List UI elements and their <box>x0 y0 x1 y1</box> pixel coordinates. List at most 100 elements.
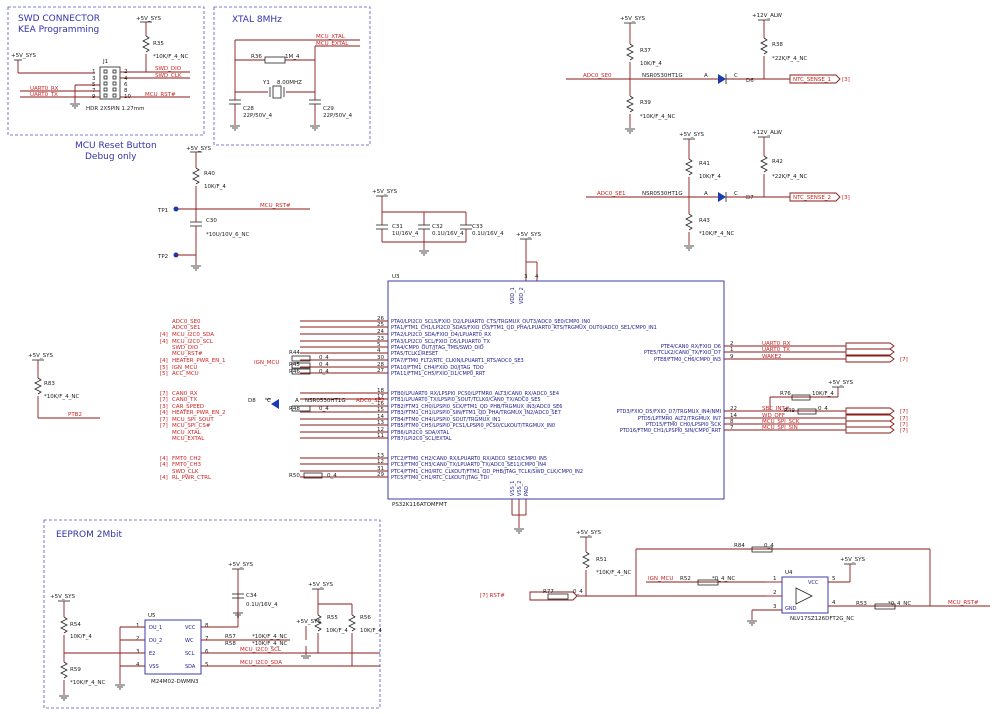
r54-value: 10K/F_4 <box>70 634 92 640</box>
mcu-pin-net: RL_PWR_CTRL <box>172 475 212 481</box>
svg-text:7: 7 <box>205 636 209 642</box>
r36-symbol <box>264 56 286 64</box>
r56-symbol <box>348 614 356 632</box>
svg-text:VSS_1: VSS_1 <box>510 481 516 496</box>
r40-symbol <box>192 167 200 185</box>
mcu-pin-net: SWD_CLK <box>172 469 199 475</box>
r52-symbol <box>697 579 719 586</box>
r42-symbol <box>760 155 768 173</box>
swd-box-outline <box>7 6 205 136</box>
net-swd-clk-j1: SWD_CLK <box>155 73 182 79</box>
c31-ref: C31 <box>392 224 403 230</box>
u3-ref: U3 <box>392 274 400 280</box>
svg-text:PAD: PAD <box>524 486 530 496</box>
net-12v-r42: +12V_ALW <box>752 130 782 136</box>
mcu-pin-ref: [7] <box>160 417 168 423</box>
rst-ref: [7] RST# <box>480 593 505 599</box>
net-uart0-tx-j1: UART0_TX <box>30 92 58 98</box>
mcu-pin-name: PTB1/LPUART0_TX/LPSPI0_SOUT/TCLK0/CAN0_T… <box>391 397 541 403</box>
mcu-pin-net: WAKE2 <box>762 354 781 360</box>
d6-ref: D6 <box>746 78 754 84</box>
svg-text:3: 3 <box>92 76 96 82</box>
svg-text:3: 3 <box>524 274 528 280</box>
d6-symbol <box>718 74 726 84</box>
r53-symbol <box>874 603 896 610</box>
mcu-pin-ref: [7] <box>900 416 908 422</box>
svg-text:VSS_2: VSS_2 <box>517 481 523 496</box>
net-5v-r55: +5V_SYS <box>308 582 333 588</box>
r42-ref: R42 <box>772 159 783 165</box>
mcu-pin-net: CAR_SPEED <box>172 404 204 410</box>
mcu-pin-number: 13 <box>377 453 384 459</box>
r49-ref: R49 <box>784 408 795 414</box>
d7-ref: D7 <box>746 195 754 201</box>
svg-text:0_4: 0_4 <box>319 369 329 375</box>
svg-text:4: 4 <box>535 274 539 280</box>
r41-symbol <box>685 158 693 176</box>
mcu-pin-number: 2 <box>730 341 734 347</box>
u5-body <box>144 619 202 675</box>
c30-ref: C30 <box>206 218 217 224</box>
mcu-pin-name: PTB0/LPUART0_RX/LPSPI0_PCS0/LPTMR0_ALT3/… <box>391 391 559 397</box>
r35-ref: R35 <box>153 41 164 47</box>
svg-text:8: 8 <box>124 88 128 94</box>
mcu-pin-net: MCU_RST# <box>172 351 203 357</box>
eeprom-title: EEPROM 2Mbit <box>56 530 122 540</box>
mcu-pin-name: PTA3/LPI2C0_SCL/FXIO_D5/LPUART0_TX <box>391 339 490 345</box>
u3-part: PS32K116ATOMFMT <box>392 502 448 508</box>
mcu-pin-net: MCU_SPI_SOUT <box>172 417 214 423</box>
u5-pin-numbers: 12 34 87 65 <box>136 623 209 668</box>
r46-ref: R46 <box>289 369 300 375</box>
svg-text:VDD_2: VDD_2 <box>519 287 525 304</box>
r52-ref: R52 <box>680 576 691 582</box>
net-5v-decoup: +5V_SYS <box>372 189 397 195</box>
r51-symbol <box>582 551 590 569</box>
net-mcu-extal-box: MCU_EXTAL <box>316 41 349 47</box>
r57-value: *10K/F_4_NC <box>252 634 287 640</box>
y1-ref: Y1 <box>262 80 270 86</box>
r59-ref: R59 <box>70 667 81 673</box>
mcu-pin-name: PTE5/TCLK2/CAN0_TX/FXIO_D7 <box>644 350 721 356</box>
svg-text:C: C <box>734 73 738 79</box>
net-12v-r38: +12V_ALW <box>752 13 782 19</box>
mcu-pin-name: PTA4/CMP0_OUT/JTAG_TMS/SWD_DIO <box>391 345 484 351</box>
net-5v-r41: +5V_SYS <box>679 132 704 138</box>
svg-text:3: 3 <box>136 649 140 655</box>
d7-symbol <box>718 192 726 202</box>
r52-value: *0_4_NC <box>712 576 735 582</box>
mcu-pin-net: MCU_SPI_SCK <box>762 419 800 425</box>
u5-part: M24M02-DWMN3 <box>151 679 199 685</box>
mcu-pin-net: MCU_EXTAL <box>172 436 205 442</box>
j1-ref: J1 <box>102 59 108 65</box>
svg-text:WC: WC <box>185 638 194 644</box>
r39-ref: R39 <box>640 100 651 106</box>
mcu-pin-port <box>845 414 895 422</box>
rst-port <box>529 591 578 601</box>
swd-title: SWD CONNECTOR <box>18 14 100 24</box>
r76-ref: R76 <box>780 391 791 397</box>
svg-text:0_4: 0_4 <box>319 355 329 361</box>
r54-symbol <box>60 616 68 634</box>
mcu-pin-net: SWD_DIO <box>172 345 199 351</box>
c28-value: 22P/50V_4 <box>243 113 273 119</box>
r56-ref: R56 <box>360 615 371 621</box>
r37-value: 10K/F_4 <box>640 61 662 67</box>
reset-subtitle: Debug only <box>85 152 137 162</box>
r36-value: 1M_4 <box>285 54 300 60</box>
gnd-symbol-c29 <box>310 125 320 131</box>
mcu-pin-number: 9 <box>730 354 734 360</box>
net-ign-mcu-l: IGN_MCU <box>254 360 279 366</box>
mcu-pin-name: PTA0/LPI2C0_SCLS/FXIO_D2/LPUART0_CTS/TRG… <box>391 319 590 325</box>
gnd-symbol-c34 <box>233 612 243 618</box>
mcu-pin-ref: [4] <box>160 462 168 468</box>
mcu-pin-name: PTA11/FTM1_CH5/FXIO_D1/CMP0_RRT <box>391 371 486 377</box>
c28-ref: C28 <box>243 106 254 112</box>
mcu-pin-number: 26 <box>377 316 384 322</box>
mcu-pin-number: 24 <box>377 329 384 335</box>
mcu-pin-name: PTD15/FTM0_CH0/LPSPI0_SCK <box>646 422 722 428</box>
net-5v-r37: +5V_SYS <box>620 16 645 22</box>
